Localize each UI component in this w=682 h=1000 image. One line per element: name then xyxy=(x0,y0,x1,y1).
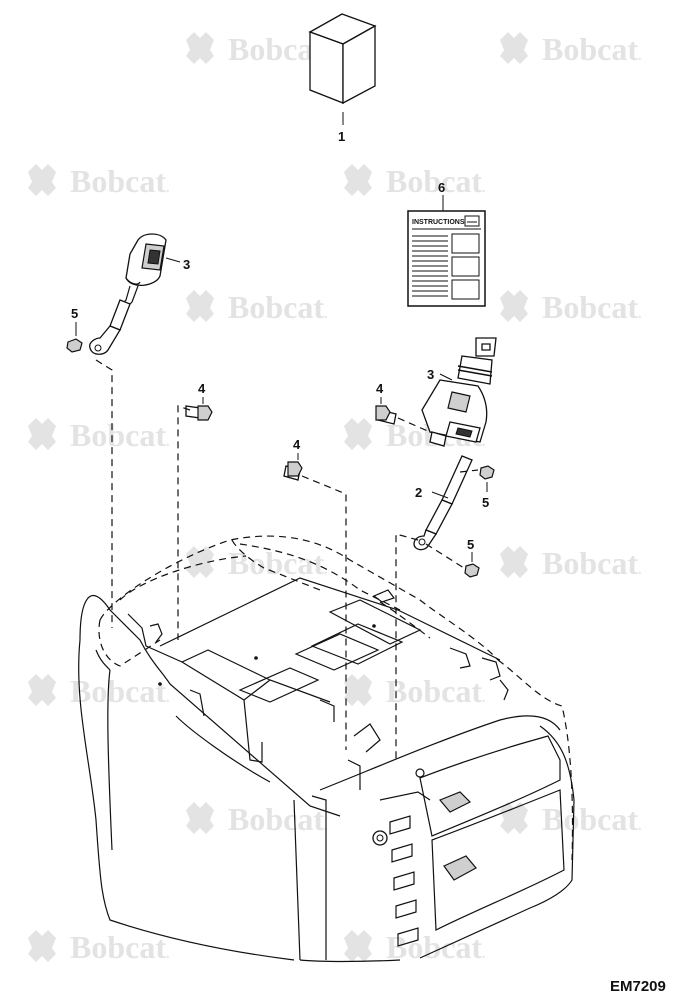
callout-4-left: 4 xyxy=(198,381,206,396)
svg-text:Bobcat.: Bobcat. xyxy=(70,929,170,965)
watermark: Bobcat. xyxy=(344,929,486,965)
watermark: Bobcat. xyxy=(186,801,328,837)
watermark: Bobcat. xyxy=(28,163,170,199)
svg-text:Bobcat.: Bobcat. xyxy=(386,163,486,199)
nut-5b xyxy=(479,465,495,492)
callout-3-left: 3 xyxy=(183,257,190,272)
svg-text:Bobcat.: Bobcat. xyxy=(70,417,170,453)
svg-text:Bobcat.: Bobcat. xyxy=(386,673,486,709)
watermark: Bobcat. xyxy=(28,417,170,453)
instructions-title: INSTRUCTIONS xyxy=(412,219,465,226)
belt-strap xyxy=(413,455,473,551)
bolt-4a xyxy=(185,397,213,421)
bolt-4c xyxy=(375,397,397,425)
svg-text:Bobcat.: Bobcat. xyxy=(542,545,642,581)
watermark: Bobcat. xyxy=(28,673,170,709)
watermark: Bobcat. xyxy=(186,289,328,325)
svg-text:Bobcat.: Bobcat. xyxy=(70,163,170,199)
seat-belt-buckle-left xyxy=(89,233,181,355)
callout-labels: 1 6 3 3 5 4 4 4 5 2 5 xyxy=(71,129,489,552)
callout-1: 1 xyxy=(338,129,345,144)
watermark: Bobcat. xyxy=(186,31,328,67)
seat-base-assembly xyxy=(78,535,575,963)
kit-box xyxy=(308,13,377,125)
callout-5-right-lower: 5 xyxy=(467,537,474,552)
watermark: Bobcat. xyxy=(344,163,486,199)
svg-text:Bobcat.: Bobcat. xyxy=(228,289,328,325)
nut-5c xyxy=(464,552,480,578)
watermark: Bobcat. xyxy=(344,673,486,709)
callout-4-right: 4 xyxy=(376,381,384,396)
figure-id: EM7209 xyxy=(610,978,666,995)
svg-text:Bobcat.: Bobcat. xyxy=(542,31,642,67)
callout-5-left: 5 xyxy=(71,306,78,321)
watermark: Bobcat. xyxy=(500,31,642,67)
watermark: Bobcat. xyxy=(28,929,170,965)
bolt-4b xyxy=(283,453,303,481)
svg-text:Bobcat.: Bobcat. xyxy=(542,289,642,325)
svg-text:Bobcat.: Bobcat. xyxy=(386,929,486,965)
watermark: Bobcat. xyxy=(186,545,328,581)
callout-6: 6 xyxy=(438,180,445,195)
callout-2: 2 xyxy=(415,485,422,500)
callout-4-middle: 4 xyxy=(293,437,301,452)
callout-5-right-upper: 5 xyxy=(482,495,489,510)
svg-text:Bobcat.: Bobcat. xyxy=(70,673,170,709)
watermark: Bobcat. xyxy=(500,545,642,581)
svg-text:Bobcat.: Bobcat. xyxy=(228,801,328,837)
svg-text:Bobcat.: Bobcat. xyxy=(542,801,642,837)
seat-belt-retractor-right xyxy=(421,337,497,447)
watermark: Bobcat. xyxy=(500,801,642,837)
watermark-layer: Bobcat. Bobcat. Bobcat. Bobcat. Bobcat. … xyxy=(28,31,642,965)
watermark: Bobcat. xyxy=(500,289,642,325)
nut-5a xyxy=(66,322,83,353)
instructions-sheet: INSTRUCTIONS xyxy=(407,195,486,307)
callout-3-right: 3 xyxy=(427,367,434,382)
